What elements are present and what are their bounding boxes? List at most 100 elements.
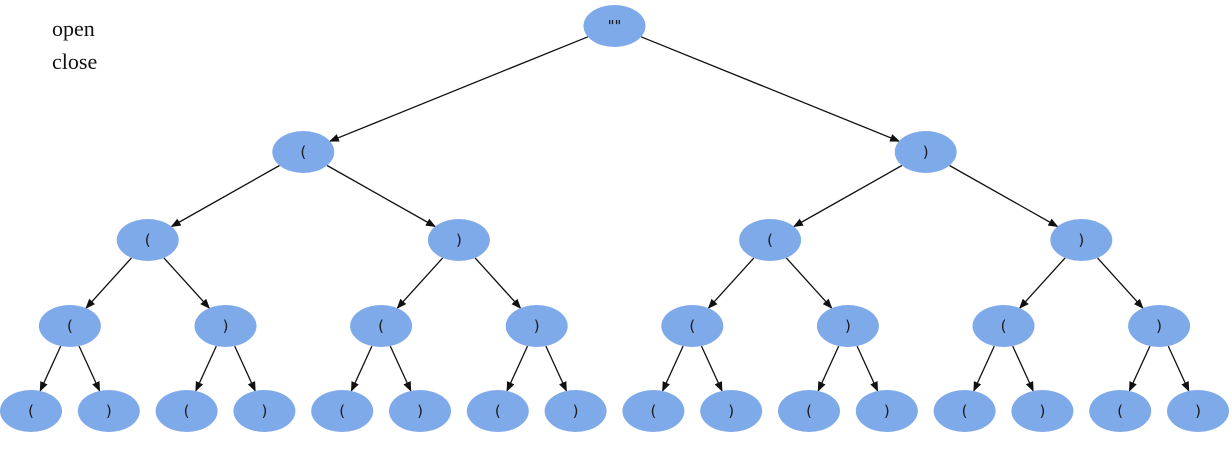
edge-root-l-r-l-to-root-l-r-l-l xyxy=(350,345,373,392)
edge-root-r-r-r-to-root-r-r-r-l xyxy=(1128,345,1151,392)
edge-root-to-root-l xyxy=(328,36,589,142)
node-label: ) xyxy=(106,402,112,420)
node-ellipse xyxy=(194,305,257,347)
tree-node-root-l-r-r-l: ( xyxy=(466,390,529,432)
edge-root-r-l-to-root-r-l-r xyxy=(785,257,833,309)
legend-close-label: close xyxy=(52,49,98,74)
node-ellipse xyxy=(972,305,1035,347)
node-label: ) xyxy=(1078,231,1084,249)
node-label: ) xyxy=(1195,402,1201,420)
edge-root-r-r-r-to-root-r-r-r-r xyxy=(1167,345,1190,392)
node-label: "" xyxy=(608,17,622,35)
node-label: ( xyxy=(962,402,968,420)
legend: open close xyxy=(52,12,97,78)
tree-node-root-l-r: ) xyxy=(427,219,490,261)
node-ellipse xyxy=(350,305,413,347)
edge-root-r-l-to-root-r-l-l xyxy=(707,257,755,309)
node-ellipse xyxy=(38,305,101,347)
node-label: ( xyxy=(184,402,190,420)
node-ellipse xyxy=(894,131,957,173)
tree-node-root-l-r-l-l: ( xyxy=(311,390,374,432)
node-ellipse xyxy=(272,131,335,173)
edge-root-r-r-to-root-r-r-l xyxy=(1019,257,1066,309)
edge-root-r-l-r-to-root-r-l-r-r xyxy=(856,345,879,392)
edge-root-l-to-root-l-r xyxy=(326,164,436,228)
tree-node-root-l-l: ( xyxy=(116,219,179,261)
node-label: ( xyxy=(378,317,384,335)
node-label: ) xyxy=(884,402,890,420)
node-label: ( xyxy=(1001,317,1007,335)
node-ellipse xyxy=(77,390,140,432)
node-label: ) xyxy=(923,143,929,161)
node-ellipse xyxy=(1050,219,1113,261)
node-ellipse xyxy=(427,219,490,261)
node-ellipse xyxy=(505,305,568,347)
edge-root-r-l-l-to-root-r-l-l-l xyxy=(662,345,684,392)
node-label: ( xyxy=(300,143,306,161)
tree-node-root-l-r-l: ( xyxy=(350,305,413,347)
edge-root-to-root-r xyxy=(640,36,901,142)
edge-root-r-l-l-to-root-r-l-l-r xyxy=(700,345,723,392)
edge-root-l-l-to-root-l-l-r xyxy=(163,257,210,309)
node-label: ( xyxy=(806,402,812,420)
tree-node-root-r-l-r-r: ) xyxy=(855,390,918,432)
node-ellipse xyxy=(466,390,529,432)
tree-node-root-l-l-r-l: ( xyxy=(155,390,218,432)
tree-node-root-l-l-l-l: ( xyxy=(0,390,62,432)
node-ellipse xyxy=(855,390,918,432)
node-label: ( xyxy=(28,402,34,420)
edge-root-l-l-l-to-root-l-l-l-r xyxy=(78,345,101,392)
node-label: ( xyxy=(689,317,695,335)
node-label: ) xyxy=(417,402,423,420)
tree-node-root-l-r-r: ) xyxy=(505,305,568,347)
node-ellipse xyxy=(622,390,685,432)
node-ellipse xyxy=(389,390,451,432)
tree-node-root-l-l-r: ) xyxy=(194,305,257,347)
node-ellipse xyxy=(1128,305,1191,347)
node-ellipse xyxy=(544,390,607,432)
tree-node-root-r-l-r: ) xyxy=(816,305,879,347)
edge-root-l-l-l-to-root-l-l-l-l xyxy=(39,345,62,392)
node-label: ) xyxy=(573,402,579,420)
tree-node-root-l-l-r-r: ) xyxy=(233,390,296,432)
node-label: ) xyxy=(534,317,540,335)
node-label: ) xyxy=(223,317,229,335)
node-ellipse xyxy=(583,5,646,47)
node-label: ) xyxy=(845,317,851,335)
edge-root-l-r-to-root-l-r-l xyxy=(396,257,444,309)
edge-root-r-to-root-r-l xyxy=(793,164,903,228)
node-label: ) xyxy=(261,402,267,420)
tree-node-root-l-r-l-r: ) xyxy=(389,390,451,432)
tree-node-root-r-r-r-l: ( xyxy=(1089,390,1152,432)
edge-root-l-to-root-l-l xyxy=(170,164,280,228)
tree-node-root-r-l-l: ( xyxy=(661,305,724,347)
node-label: ( xyxy=(339,402,345,420)
node-label: ( xyxy=(67,317,73,335)
tree-node-root-l: ( xyxy=(272,131,335,173)
tree-node-root-r-r-l-r: ) xyxy=(1011,390,1074,432)
node-label: ( xyxy=(145,231,151,249)
node-ellipse xyxy=(933,390,996,432)
tree-node-root-r: ) xyxy=(894,131,957,173)
edge-root-r-r-l-to-root-r-r-l-l xyxy=(973,345,995,392)
node-ellipse xyxy=(1011,390,1074,432)
tree-node-root-r-r-r-r: ) xyxy=(1167,390,1229,432)
node-ellipse xyxy=(0,390,62,432)
node-ellipse xyxy=(311,390,374,432)
node-ellipse xyxy=(816,305,879,347)
edge-root-l-r-l-to-root-l-r-l-r xyxy=(389,345,412,392)
edge-root-r-l-r-to-root-r-l-r-l xyxy=(817,345,840,392)
edge-root-l-r-to-root-l-r-r xyxy=(474,257,522,309)
nodes-layer: ()(())(()(()))(()(())(()(())))"" xyxy=(0,5,1229,432)
node-ellipse xyxy=(700,390,763,432)
node-label: ) xyxy=(456,231,462,249)
tree-node-root-r-r-r: ) xyxy=(1128,305,1191,347)
tree-node-root: "" xyxy=(583,5,646,47)
node-ellipse xyxy=(661,305,724,347)
edges-layer xyxy=(39,36,1190,392)
edge-root-l-r-r-to-root-l-r-r-l xyxy=(506,345,529,392)
tree-node-root-r-l-l-r: ) xyxy=(700,390,763,432)
edge-root-l-r-r-to-root-l-r-r-r xyxy=(545,345,567,392)
node-ellipse xyxy=(778,390,840,432)
